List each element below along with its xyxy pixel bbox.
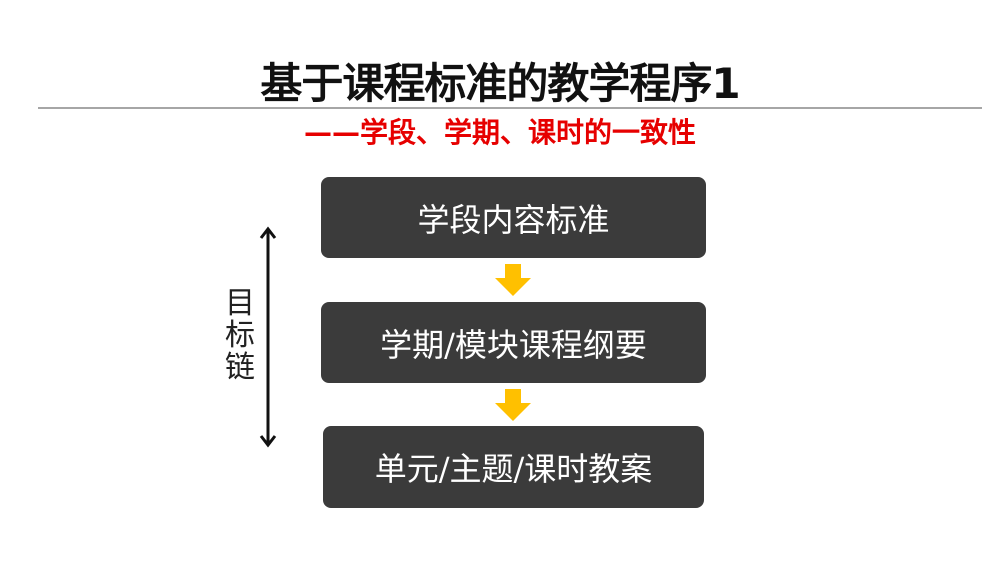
double-arrow-icon	[259, 226, 277, 448]
down-arrow-icon	[495, 264, 531, 296]
slide-title: 基于课程标准的教学程序1	[260, 59, 740, 108]
box-unit-lesson-plan: 单元/主题/课时教案	[323, 426, 704, 508]
down-arrow-icon	[495, 389, 531, 421]
box-semester-outline: 学期/模块课程纲要	[321, 302, 706, 383]
box-stage-standard: 学段内容标准	[321, 177, 706, 258]
title-divider	[38, 107, 982, 109]
goal-chain-label: 目标链	[225, 286, 255, 385]
slide-subtitle: ——学段、学期、课时的一致性	[303, 116, 696, 149]
